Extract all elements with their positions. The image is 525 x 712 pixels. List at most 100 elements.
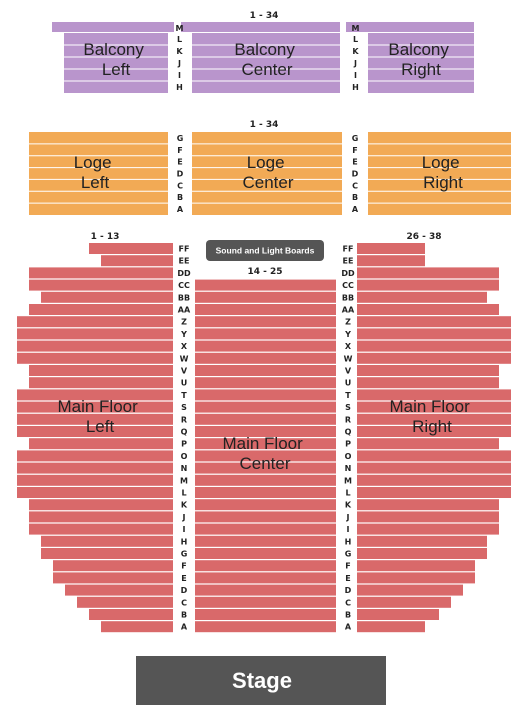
main-floor-right-row[interactable] xyxy=(357,328,511,340)
main-floor-right-row[interactable] xyxy=(357,255,425,267)
balcony-left-row-top[interactable] xyxy=(52,22,174,32)
main-floor-right-row[interactable] xyxy=(357,596,451,608)
main-floor-left-row[interactable] xyxy=(29,267,173,279)
main-floor-right-row[interactable] xyxy=(357,413,511,425)
main-floor-right-row[interactable] xyxy=(357,535,487,547)
main-floor-left-row[interactable] xyxy=(17,389,173,401)
main-floor-right-row[interactable] xyxy=(357,621,425,633)
main-floor-left-row[interactable] xyxy=(17,426,173,437)
main-floor-center-row[interactable] xyxy=(195,535,336,547)
main-floor-right-row[interactable] xyxy=(357,340,511,352)
main-floor-center-row-top-edge[interactable] xyxy=(195,280,336,283)
loge-right-block[interactable] xyxy=(368,132,511,215)
main-floor-left-row[interactable] xyxy=(17,413,173,425)
main-floor-left-row[interactable] xyxy=(65,584,173,596)
main-floor-left-row[interactable] xyxy=(17,352,173,364)
main-floor-center-row[interactable] xyxy=(195,584,336,596)
main-floor-center-row[interactable] xyxy=(195,438,336,450)
main-floor-left-row[interactable] xyxy=(17,487,173,498)
main-floor-center-row[interactable] xyxy=(195,560,336,572)
main-floor-right-row[interactable] xyxy=(357,499,499,511)
main-floor-center-row[interactable] xyxy=(195,572,336,584)
main-floor-center-row[interactable] xyxy=(195,621,336,633)
main-floor-right-row[interactable] xyxy=(357,523,499,535)
loge-left-label[interactable]: Loge Left xyxy=(74,153,117,192)
main-floor-right-row[interactable] xyxy=(357,462,511,474)
main-floor-right-row[interactable] xyxy=(357,304,499,315)
main-floor-right-row[interactable] xyxy=(357,511,499,523)
balcony-right-label[interactable]: Balcony Right xyxy=(388,40,453,79)
balcony-right-row-top[interactable] xyxy=(346,22,474,32)
main-floor-right-row[interactable] xyxy=(357,487,511,498)
main-floor-right-row[interactable] xyxy=(357,572,475,584)
main-floor-center-row[interactable] xyxy=(195,596,336,608)
main-floor-right-row[interactable] xyxy=(357,474,511,486)
main-floor-right-row[interactable] xyxy=(357,267,499,279)
main-floor-right-row[interactable] xyxy=(357,377,499,389)
main-floor-left-row[interactable] xyxy=(17,328,173,340)
main-floor-left-row[interactable] xyxy=(101,621,173,633)
balcony-left-label[interactable]: Balcony Left xyxy=(83,40,148,79)
main-floor-center-row[interactable] xyxy=(195,328,336,340)
main-floor-center-row[interactable] xyxy=(195,365,336,376)
main-floor-center-label[interactable]: Main Floor Center xyxy=(222,434,307,473)
main-floor-center-row[interactable] xyxy=(195,389,336,401)
main-floor-left-row[interactable] xyxy=(89,243,173,254)
main-floor-right-row[interactable] xyxy=(357,389,511,401)
loge-left-block[interactable] xyxy=(29,132,168,215)
main-floor-left-row[interactable] xyxy=(101,255,173,267)
main-floor-center-row[interactable] xyxy=(195,426,336,437)
main-floor-center-row[interactable] xyxy=(195,548,336,559)
balcony-right-block[interactable] xyxy=(368,33,474,93)
main-floor-center-row[interactable] xyxy=(195,377,336,389)
main-floor-center-row[interactable] xyxy=(195,413,336,425)
main-floor-left-row[interactable] xyxy=(29,438,173,450)
main-floor-left-row[interactable] xyxy=(29,279,173,291)
main-floor-center-row[interactable] xyxy=(195,279,336,291)
main-floor-center-row[interactable] xyxy=(195,352,336,364)
main-floor-right-row[interactable] xyxy=(357,352,511,364)
main-floor-left-row[interactable] xyxy=(29,377,173,389)
main-floor-right-row[interactable] xyxy=(357,450,511,462)
main-floor-left-row[interactable] xyxy=(17,340,173,352)
main-floor-center-row[interactable] xyxy=(195,609,336,620)
loge-center-label[interactable]: Loge Center xyxy=(242,153,293,192)
main-floor-left-row[interactable] xyxy=(17,462,173,474)
main-floor-right-row[interactable] xyxy=(357,548,487,559)
main-floor-left-row[interactable] xyxy=(17,474,173,486)
main-floor-right-row[interactable] xyxy=(357,401,511,413)
loge-right-label[interactable]: Loge Right xyxy=(422,153,465,192)
main-floor-left-row[interactable] xyxy=(41,291,173,303)
main-floor-left-row[interactable] xyxy=(53,560,173,572)
main-floor-right-row[interactable] xyxy=(357,316,511,328)
main-floor-left-row[interactable] xyxy=(17,316,173,328)
main-floor-center-row[interactable] xyxy=(195,291,336,303)
main-floor-center-row[interactable] xyxy=(195,304,336,315)
main-floor-center-row[interactable] xyxy=(195,523,336,535)
main-floor-left-row[interactable] xyxy=(17,450,173,462)
main-floor-center-row[interactable] xyxy=(195,401,336,413)
main-floor-left-row[interactable] xyxy=(89,609,173,620)
main-floor-right-row[interactable] xyxy=(357,426,511,437)
balcony-left-block[interactable] xyxy=(64,33,168,93)
main-floor-center-row[interactable] xyxy=(195,462,336,474)
balcony-center-block[interactable] xyxy=(192,33,340,93)
main-floor-right-label[interactable]: Main Floor Right xyxy=(389,397,474,436)
main-floor-left-row[interactable] xyxy=(29,365,173,376)
main-floor-right-row[interactable] xyxy=(357,584,463,596)
main-floor-center-row[interactable] xyxy=(195,474,336,486)
main-floor-left-label[interactable]: Main Floor Left xyxy=(57,397,142,436)
main-floor-left-row[interactable] xyxy=(29,511,173,523)
main-floor-left-row[interactable] xyxy=(29,499,173,511)
main-floor-right-row[interactable] xyxy=(357,438,499,450)
balcony-center-label[interactable]: Balcony Center xyxy=(234,40,299,79)
main-floor-left-row[interactable] xyxy=(17,401,173,413)
main-floor-right-row[interactable] xyxy=(357,243,425,254)
main-floor-center-row[interactable] xyxy=(195,499,336,511)
main-floor-center-row[interactable] xyxy=(195,340,336,352)
main-floor-left-row[interactable] xyxy=(29,304,173,315)
main-floor-left-row[interactable] xyxy=(41,548,173,559)
main-floor-center-row[interactable] xyxy=(195,487,336,498)
main-floor-right-row[interactable] xyxy=(357,560,475,572)
main-floor-right-row[interactable] xyxy=(357,365,499,376)
